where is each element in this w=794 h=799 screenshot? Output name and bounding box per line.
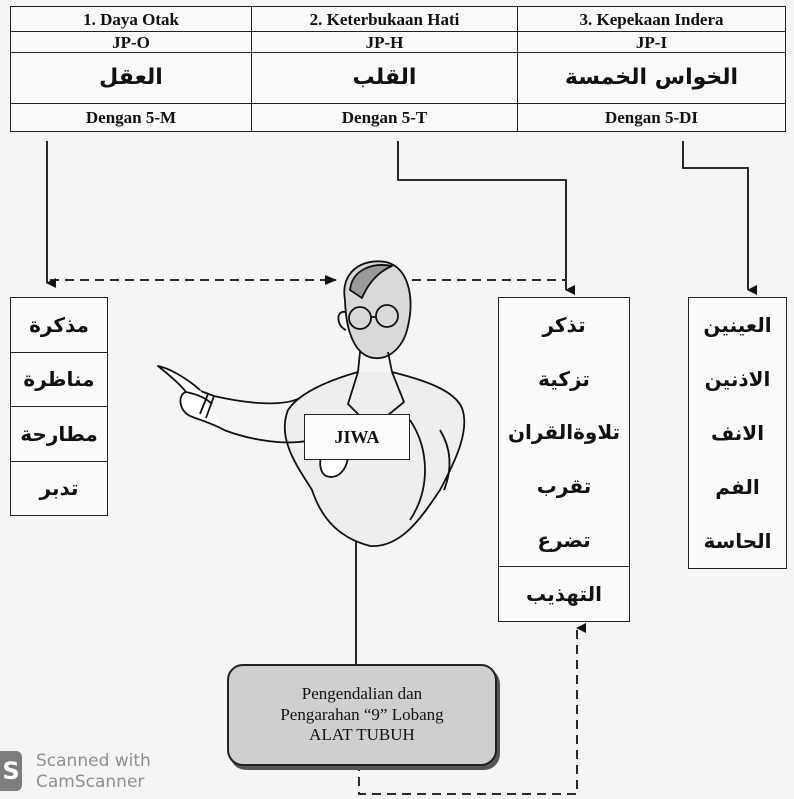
method-row: Dengan 5-M Dengan 5-T Dengan 5-DI [10,103,786,132]
middle-item: تزكية [538,366,590,391]
right-box: العينين الاذنين الانف الفم الحاسة [688,297,787,569]
presenter-figure [157,260,466,547]
arrow-indera [682,141,757,295]
method-5di: Dengan 5-DI [517,103,786,132]
left-item: مطارحة [11,406,107,461]
left-box: مذكرة مناظرة مطارحة تدبر [10,297,108,516]
method-5t: Dengan 5-T [251,103,518,132]
right-item: العينين [703,313,772,337]
right-item: الحاسة [703,529,772,553]
header-row: 1. Daya Otak 2. Keterbukaan Hati 3. Kepe… [10,6,786,32]
camscanner-logo: S [0,751,22,791]
arabic-qalb: القلب [251,52,518,104]
arabic-row: العقل القلب الخواس الخمسة [10,52,786,104]
watermark-text: Scanned with CamScanner [36,751,151,794]
arabic-khawas: الخواس الخمسة [517,52,786,104]
arrow-dashed-feedback [358,623,586,795]
bottom-line-1: Pengendalian dan [301,684,423,704]
arrow-hati [397,141,575,295]
bottom-line-3: ALAT TUBUH [309,725,415,745]
middle-item: تلاوةالقران [507,420,621,445]
left-item: تدبر [11,460,107,516]
header-kepekaan-indera: 3. Kepekaan Indera [517,6,786,32]
middle-box: تذكر تزكية تلاوةالقران تقرب تضرع التهذيب [498,297,630,622]
header-keterbukaan-hati: 2. Keterbukaan Hati [251,6,518,32]
jiwa-label: JIWA [304,414,410,460]
middle-item: تضرع [537,527,591,552]
watermark-line-2: CamScanner [36,772,145,793]
arabic-aql: العقل [10,52,252,104]
left-item: مذكرة [29,312,89,337]
method-5m: Dengan 5-M [10,103,252,132]
right-item: الاذنين [704,367,771,391]
bottom-box: Pengendalian dan Pengarahan “9” Lobang A… [227,664,497,766]
concept-table: 1. Daya Otak 2. Keterbukaan Hati 3. Kepe… [10,6,786,132]
right-item: الانف [710,421,765,445]
bottom-line-2: Pengarahan “9” Lobang [280,704,444,724]
middle-item: تقرب [536,473,592,498]
middle-item: تذكر [542,312,586,337]
watermark-line-1: Scanned with [36,751,151,771]
right-item: الفم [715,475,760,499]
left-item: مناظرة [11,351,107,407]
camscanner-watermark: S Scanned with CamScanner [0,747,200,795]
middle-item: التهذيب [499,566,629,621]
header-daya-otak: 1. Daya Otak [10,6,252,32]
